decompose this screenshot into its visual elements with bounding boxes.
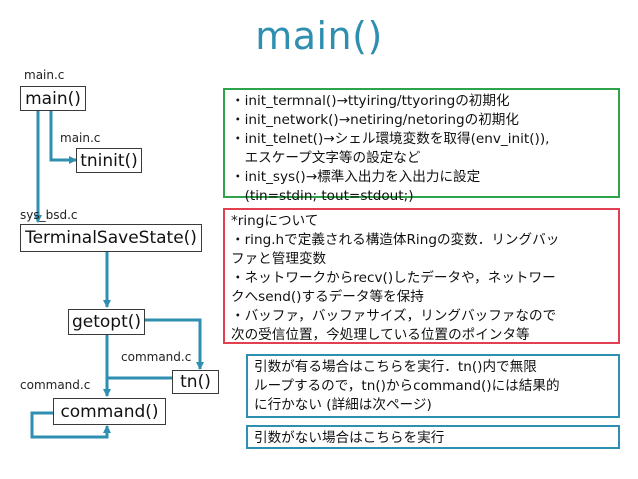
- note-line: ・init_network()→netiring/netoringの初期化: [231, 112, 519, 128]
- arrow-command-loop: [30, 411, 111, 439]
- page-title: main(): [255, 14, 383, 58]
- note-line: (tin=stdin; tout=stdout;): [231, 188, 414, 204]
- function-box-main: main(): [20, 86, 86, 111]
- note-line: *ringについて: [231, 213, 319, 229]
- file-label-main: main.c: [24, 68, 65, 82]
- ring-buffer-note: *ringについて ・ring.hで定義される構造体Ringの変数．リングバッ …: [223, 208, 620, 344]
- init-functions-note: ・init_termnal()→ttyiring/ttyoringの初期化 ・i…: [223, 88, 620, 204]
- note-line: ファと管理変数: [231, 251, 327, 267]
- note-line: ・init_termnal()→ttyiring/ttyoringの初期化: [231, 93, 510, 109]
- function-box-tninit: tninit(): [76, 148, 142, 173]
- note-line: 引数がない場合はこちらを実行: [254, 430, 445, 446]
- function-box-terminalsavestate: TerminalSaveState(): [20, 224, 202, 252]
- note-line: ・ネットワークからrecv()したデータや，ネットワー: [231, 270, 556, 286]
- note-line: ループするので，tn()からcommand()には結果的: [254, 378, 560, 394]
- file-label-terminalsavestate: sys_bsd.c: [20, 208, 78, 222]
- note-line: ・バッファ，バッファサイズ，リングバッファなので: [231, 308, 557, 324]
- note-line: に行かない (詳細は次ページ): [254, 397, 432, 413]
- function-box-getopt: getopt(): [68, 309, 145, 335]
- file-label-tninit: main.c: [60, 131, 101, 145]
- arrow-main-to-tninit: [49, 111, 77, 164]
- note-line: ・init_sys()→標準入出力を入出力に設定: [231, 169, 481, 185]
- note-line: エスケープ文字等の設定など: [231, 150, 421, 166]
- arrow-getopt-to-tn: [145, 318, 204, 370]
- function-box-tn: tn(): [172, 370, 219, 394]
- no-arguments-note: 引数がない場合はこちらを実行: [246, 425, 620, 449]
- note-line: クへsend()するデータ等を保持: [231, 289, 424, 305]
- note-line: ・ring.hで定義される構造体Ringの変数．リングバッ: [231, 232, 560, 248]
- with-arguments-note: 引数が有る場合はこちらを実行．tn()内で無限 ループするので，tn()からco…: [246, 354, 620, 418]
- file-label-tn: command.c: [121, 350, 192, 364]
- function-box-command: command(): [53, 398, 166, 425]
- file-label-command: command.c: [20, 378, 91, 392]
- note-line: 引数が有る場合はこちらを実行．tn()内で無限: [254, 359, 537, 375]
- note-line: ・init_telnet()→シェル環境変数を取得(env_init()),: [231, 131, 550, 147]
- note-line: 次の受信位置，今処理している位置のポインタ等: [231, 327, 530, 343]
